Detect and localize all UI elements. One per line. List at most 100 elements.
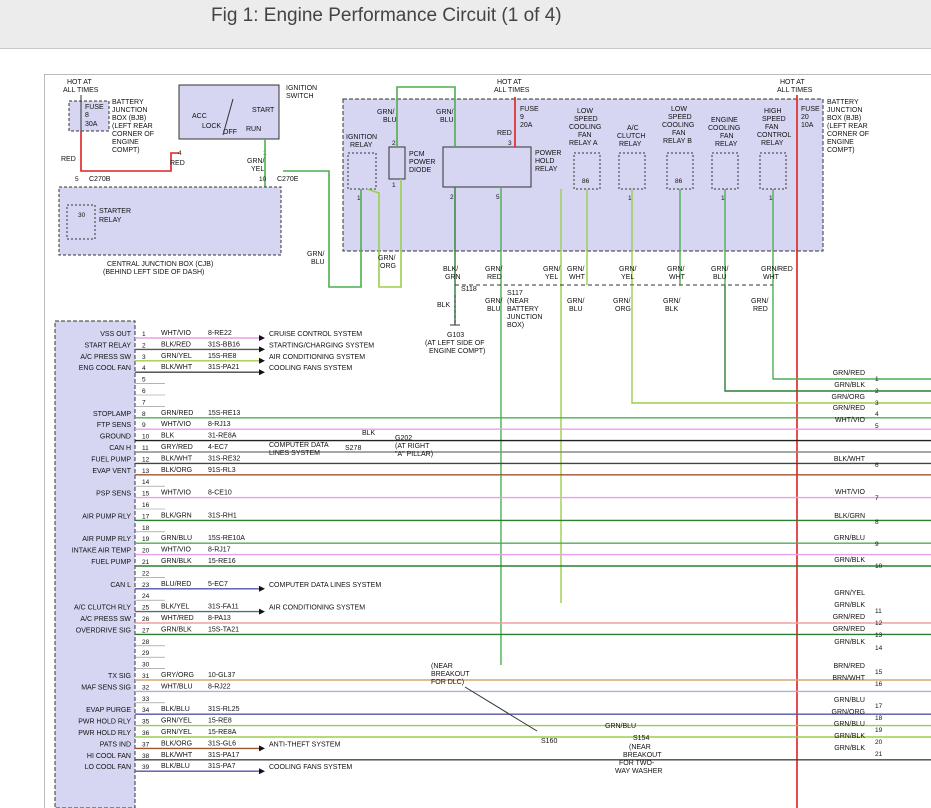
pcm-pin-circuit-code: 15-RE8A: [208, 729, 237, 736]
pcm-pin-number: 12: [142, 456, 150, 463]
pcm-diode-label-1: PCM: [409, 151, 425, 158]
pcm-pin-name: EVAP PURGE: [86, 707, 131, 714]
column-wire-label: WHT: [569, 274, 586, 281]
run-position-label: RUN: [246, 126, 261, 133]
pcm-pin-number: 3: [142, 354, 146, 361]
pcm-pin-circuit-code: 31S-BB16: [208, 341, 240, 348]
pcm-pin-wire-color: WHT/VIO: [161, 490, 191, 497]
pin-1: 1: [392, 182, 396, 189]
starter-relay-label-1: STARTER: [99, 208, 131, 215]
pcm-pin-name: FUEL PUMP: [91, 456, 131, 463]
ignition-relay-label-2: RELAY: [350, 142, 373, 149]
s154-note-1: (NEAR: [629, 744, 651, 751]
column-wire-label-lower: GRN/: [567, 298, 585, 305]
arrow-icon: [259, 357, 265, 364]
bjb-right-label-2: JUNCTION: [827, 107, 862, 114]
wire-grn-blk-2: [724, 285, 931, 392]
lsfb-label-1: LOW: [671, 106, 687, 113]
wire-label-grnblu-b: BLU: [383, 117, 397, 124]
right-wire-number: 21: [875, 751, 883, 758]
column-wire-label-lower: GRN/: [485, 298, 503, 305]
pcm-pin-wire-color: BLK/WHT: [161, 455, 193, 462]
pcm-pin-name: FUEL PUMP: [91, 559, 131, 566]
pcm-pin-wire-color: GRN/YEL: [161, 718, 192, 725]
pcm-pin-circuit-code: 8-RE22: [208, 330, 232, 337]
right-wire-number: 3: [875, 400, 879, 407]
pcm-pin-destination: CRUISE CONTROL SYSTEM: [269, 331, 362, 338]
right-wire-label: GRN/ORG: [832, 709, 865, 716]
splice-s278: S278: [345, 445, 361, 452]
lines-system-label: LINES SYSTEM: [269, 450, 320, 457]
pcm-pin-number: 10: [142, 434, 150, 441]
ignition-switch-label-2: SWITCH: [286, 93, 314, 100]
pcm-pin-name: A/C PRESS SW: [80, 354, 131, 361]
pcm-pin-name: A/C CLUTCH RLY: [74, 605, 131, 612]
right-wire-number: 15: [875, 669, 883, 676]
low-speed-fan-relay-a: [573, 152, 601, 190]
right-wire-label: BLK/WHT: [834, 456, 866, 463]
column-wire-label: GRN/: [711, 266, 729, 273]
column-wire-label: GRN/: [543, 266, 561, 273]
ignition-switch-contact: [222, 98, 234, 136]
column-wire-labels: BLK/GRNGRN/REDGRN/YELGRN/WHTGRN/YELGRN/W…: [443, 266, 793, 313]
bjb-right-label-4: (LEFT REAR: [827, 123, 868, 130]
pcm-pin-number: 23: [142, 582, 150, 589]
pcm-pin-wire-color: WHT/BLU: [161, 683, 193, 690]
pcm-pin-number: 36: [142, 730, 150, 737]
right-wire-number: 5: [875, 423, 879, 430]
fuse-9-label: FUSE: [520, 106, 539, 113]
bjb-right-label-1: BATTERY: [827, 99, 859, 106]
lsfb-label-4: FAN: [672, 130, 686, 137]
pcm-pin-name: AIR PUMP RLY: [82, 513, 131, 520]
wiring-diagram: HOT AT ALL TIMES FUSE 8 30A BATTERY JUNC…: [44, 74, 931, 808]
ecf-label-2: COOLING: [708, 125, 740, 132]
blk-s278-label: BLK: [362, 430, 376, 437]
hsf-label-2: SPEED: [762, 116, 786, 123]
pcm-pin-number: 4: [142, 365, 146, 372]
pcm-pin-circuit-code: 31S-GL6: [208, 740, 236, 747]
right-wire-number: 20: [875, 739, 883, 746]
column-wire-label-lower: GRN/: [751, 298, 769, 305]
bjb-right-label-3: BOX (BJB): [827, 115, 861, 122]
splice-s117-a: S117: [507, 290, 523, 297]
right-wire-number: 1: [875, 376, 879, 383]
pcm-pin-wire-color: GRN/BLK: [161, 558, 192, 565]
wire-label-grnblu-a: GRN/: [377, 109, 395, 116]
pcm-pin-circuit-code: 8-RJ22: [208, 683, 231, 690]
column-wire-label: YEL: [621, 274, 634, 281]
pcm-pin-number: 8: [142, 411, 146, 418]
pcm-pin-circuit-code: 8-PA13: [208, 615, 231, 622]
pcm-pin-name: GROUND: [100, 434, 131, 441]
right-wire-label: GRN/BLU: [834, 697, 865, 704]
right-wire-number: 11: [875, 608, 882, 615]
starter-relay-label-2: RELAY: [99, 217, 122, 224]
right-wire-number: 12: [875, 620, 883, 627]
wire-grn-red-1: [772, 285, 931, 380]
hsf-label-1: HIGH: [764, 108, 782, 115]
pcm-pin-wire-color: BLK/BLU: [161, 706, 190, 713]
pin-2: 2: [392, 140, 396, 147]
pcm-pin-number: 27: [142, 627, 150, 634]
fuse-20-label: FUSE: [801, 106, 820, 113]
pcm-pin-wire-color: GRN/YEL: [161, 353, 192, 360]
right-wire-label: WHT/VIO: [835, 417, 865, 424]
s154-note-3: FOR TWO-: [619, 760, 655, 767]
pcm-pin-number: 26: [142, 616, 150, 623]
pcm-pin-number: 37: [142, 741, 150, 748]
ac-clutch-relay: [618, 152, 646, 190]
pcm-pin-name: PSP SENS: [96, 491, 131, 498]
lsfa-label-5: RELAY A: [569, 140, 598, 147]
pin-2: 2: [450, 194, 454, 201]
bjb-right-label-6: ENGINE: [827, 139, 854, 146]
splice-s117-d: JUNCTION: [507, 314, 542, 321]
computer-data-label: COMPUTER DATA: [269, 442, 329, 449]
arrow-icon: [259, 335, 265, 341]
pcm-pin-number: 39: [142, 764, 150, 771]
pcm-pin-wire-color: GRY/RED: [161, 444, 193, 451]
pcm-pin-name: EVAP VENT: [92, 468, 131, 475]
lsfb-label-3: COOLING: [662, 122, 694, 129]
right-wire-label: GRN/BLK: [834, 745, 865, 752]
pcm-pin-name: HI COOL FAN: [87, 753, 131, 760]
pcm-pin-name: FTP SENS: [97, 422, 131, 429]
pcm-pin-name: PATS IND: [100, 741, 131, 748]
